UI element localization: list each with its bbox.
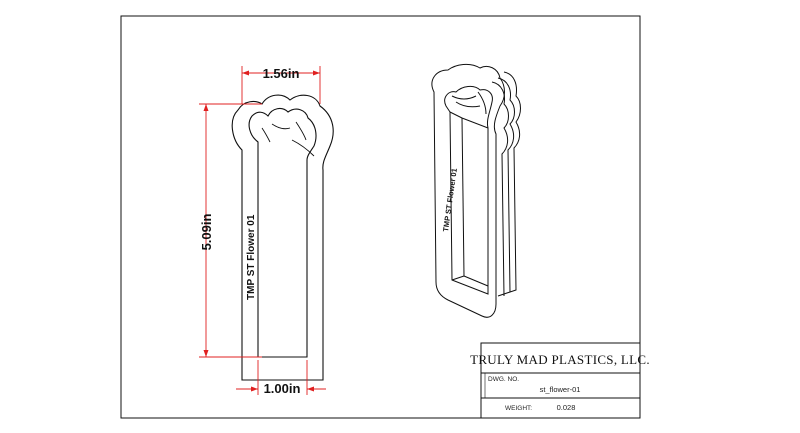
dimension-bottom-width — [236, 360, 326, 395]
part-label: TMP ST Flower 01 — [246, 214, 257, 300]
bottom-width-label: 1.00in — [264, 381, 301, 396]
isometric-view — [431, 63, 521, 318]
dimension-height — [199, 103, 262, 358]
sheet-border — [120, 15, 641, 419]
iso-part-label: TMP ST Flower 01 — [441, 168, 459, 233]
iso-outer-outline — [431, 63, 505, 318]
company-name: TRULY MAD PLASTICS, LLC. — [470, 352, 650, 367]
dwg-no-label: DWG. NO. — [488, 376, 519, 383]
iso-inner-outline — [444, 85, 493, 295]
cutter-outer-outline — [231, 94, 334, 381]
flower-petal-detail — [261, 121, 315, 157]
cutter-inner-outline — [248, 107, 317, 358]
front-view: TMP ST Flower 01 — [231, 94, 334, 381]
dwg-no-value: st_flower-01 — [540, 385, 581, 394]
height-label: 5.09in — [199, 214, 214, 251]
weight-value: 0.028 — [557, 403, 576, 412]
weight-label: WEIGHT: — [505, 405, 532, 412]
top-width-label: 1.56in — [263, 66, 300, 81]
title-block: TRULY MAD PLASTICS, LLC. DWG. NO. st_flo… — [470, 342, 650, 419]
dimension-top-width — [241, 66, 321, 104]
